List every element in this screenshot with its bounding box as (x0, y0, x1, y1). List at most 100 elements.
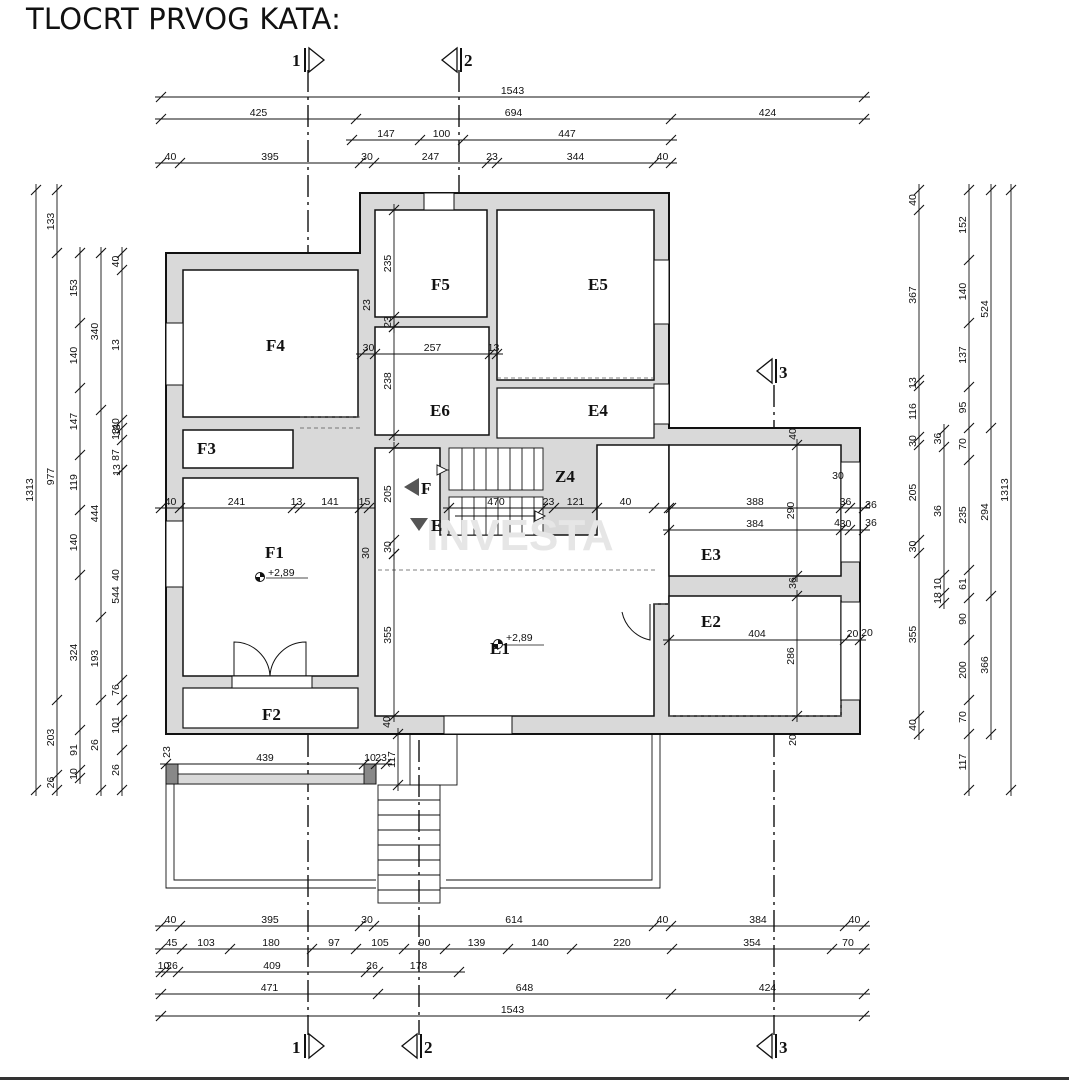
dimension-label: 90 (419, 937, 431, 949)
dimension-label: 20 (787, 734, 799, 746)
dimension-label: 30 (360, 547, 372, 559)
dimension-label: 200 (957, 661, 969, 679)
dimension-tick (963, 254, 975, 266)
dimension-tick (354, 157, 366, 169)
dimension-label: 235 (382, 255, 394, 273)
dimension-label: 140 (957, 283, 969, 301)
dimension-label: 30 (361, 151, 373, 163)
dimension-label: 10 (364, 752, 376, 764)
room-label-e6: E6 (430, 401, 450, 420)
dimension-tick (963, 592, 975, 604)
terrace (165, 734, 661, 889)
room-label-f2: F2 (262, 705, 281, 724)
dimension-label: 40 (849, 914, 861, 926)
dimension-label: 100 (433, 128, 451, 140)
dimension-label: 355 (907, 626, 919, 644)
dimension-label: 95 (957, 402, 969, 414)
svg-text:1: 1 (292, 1038, 301, 1057)
dimension-label: 70 (842, 937, 854, 949)
dimension-label: 40 (110, 418, 122, 430)
dimension-label: 97 (328, 937, 340, 949)
room-label-e3: E3 (701, 545, 721, 564)
dimension-tick (938, 441, 950, 453)
room-label-e2: E2 (701, 612, 721, 631)
dimension-label: 40 (657, 914, 669, 926)
dimension-label: 40 (907, 194, 919, 206)
section-marker-1-bottom: 1 (292, 1032, 326, 1060)
dimension-tick (491, 348, 503, 360)
dimension-tick (835, 524, 847, 536)
dimension-tick (116, 247, 128, 259)
dimension-tick (858, 1010, 870, 1022)
dimension-label: 26 (110, 764, 122, 776)
dimension-label: 61 (957, 578, 969, 590)
dimension-label: 40 (907, 719, 919, 731)
dimension-tick (453, 966, 465, 978)
dimension-label: 36 (932, 433, 944, 445)
dimension-label: 384 (746, 518, 764, 530)
dimension-label: 23 (486, 151, 498, 163)
dimension-tick (963, 564, 975, 576)
dimension-tick (95, 694, 107, 706)
dimension-label: 40 (110, 569, 122, 581)
dimension-label: 23 (361, 299, 373, 311)
dimension-tick (665, 134, 677, 146)
dimension-label: 116 (907, 403, 919, 420)
dimension-label: 40 (110, 256, 122, 268)
svg-text:+2,89: +2,89 (506, 632, 533, 644)
dimension-label: 30 (832, 470, 844, 482)
dimension-tick (358, 758, 370, 770)
dimension-tick (985, 184, 997, 196)
dimension-label: 133 (45, 213, 57, 231)
dimension-tick (354, 920, 366, 932)
dimension-tick (835, 502, 847, 514)
dimension-tick (913, 204, 925, 216)
dimension-label: 193 (89, 650, 101, 668)
dimension-tick (155, 113, 167, 125)
dimension-tick (356, 348, 368, 360)
dimension-tick (369, 348, 381, 360)
dimension-tick (858, 524, 870, 536)
terrace-door (233, 641, 307, 677)
dimension-label: 235 (957, 506, 969, 524)
dimension-tick (443, 502, 455, 514)
dimension-label: 40 (657, 151, 669, 163)
staircase-z4 (436, 447, 547, 536)
dimension-label: 20 (861, 627, 873, 639)
dimension-tick (116, 422, 128, 434)
level-mark-f1: +2,89 (255, 567, 308, 582)
dimension-tick (74, 504, 86, 516)
dimension-label: 1313 (999, 478, 1011, 502)
dimension-tick (963, 422, 975, 434)
dimension-tick (372, 966, 384, 978)
dimension-tick (388, 548, 400, 560)
dimension-label: 13 (907, 377, 919, 389)
dimension-tick (963, 784, 975, 796)
dimension-tick (858, 91, 870, 103)
room-label-e5: E5 (588, 275, 608, 294)
dimension-tick (95, 784, 107, 796)
dimension-tick (174, 920, 186, 932)
dimension-label: 30 (907, 541, 919, 553)
dimension-tick (963, 454, 975, 466)
dimension-label: 30 (363, 342, 375, 354)
dimension-label: 257 (424, 342, 442, 354)
dimension-label: 247 (422, 151, 440, 163)
dimension-label: 13 (488, 342, 500, 354)
svg-text:2: 2 (424, 1038, 433, 1057)
dimension-label: 30 (907, 435, 919, 447)
dimension-label: 147 (68, 413, 80, 431)
dimension-tick (858, 920, 870, 932)
dimension-label: 40 (165, 914, 177, 926)
dimension-label: 139 (468, 937, 486, 949)
dimension-label: 238 (382, 372, 394, 390)
dimension-tick (985, 422, 997, 434)
dimension-label: 424 (759, 982, 777, 994)
dimension-label: 13 (111, 464, 123, 476)
svg-text:F: F (421, 479, 431, 498)
dimension-tick (791, 590, 803, 602)
dimension-tick (844, 502, 856, 514)
dimension-tick (963, 184, 975, 196)
dimension-tick (566, 943, 578, 955)
